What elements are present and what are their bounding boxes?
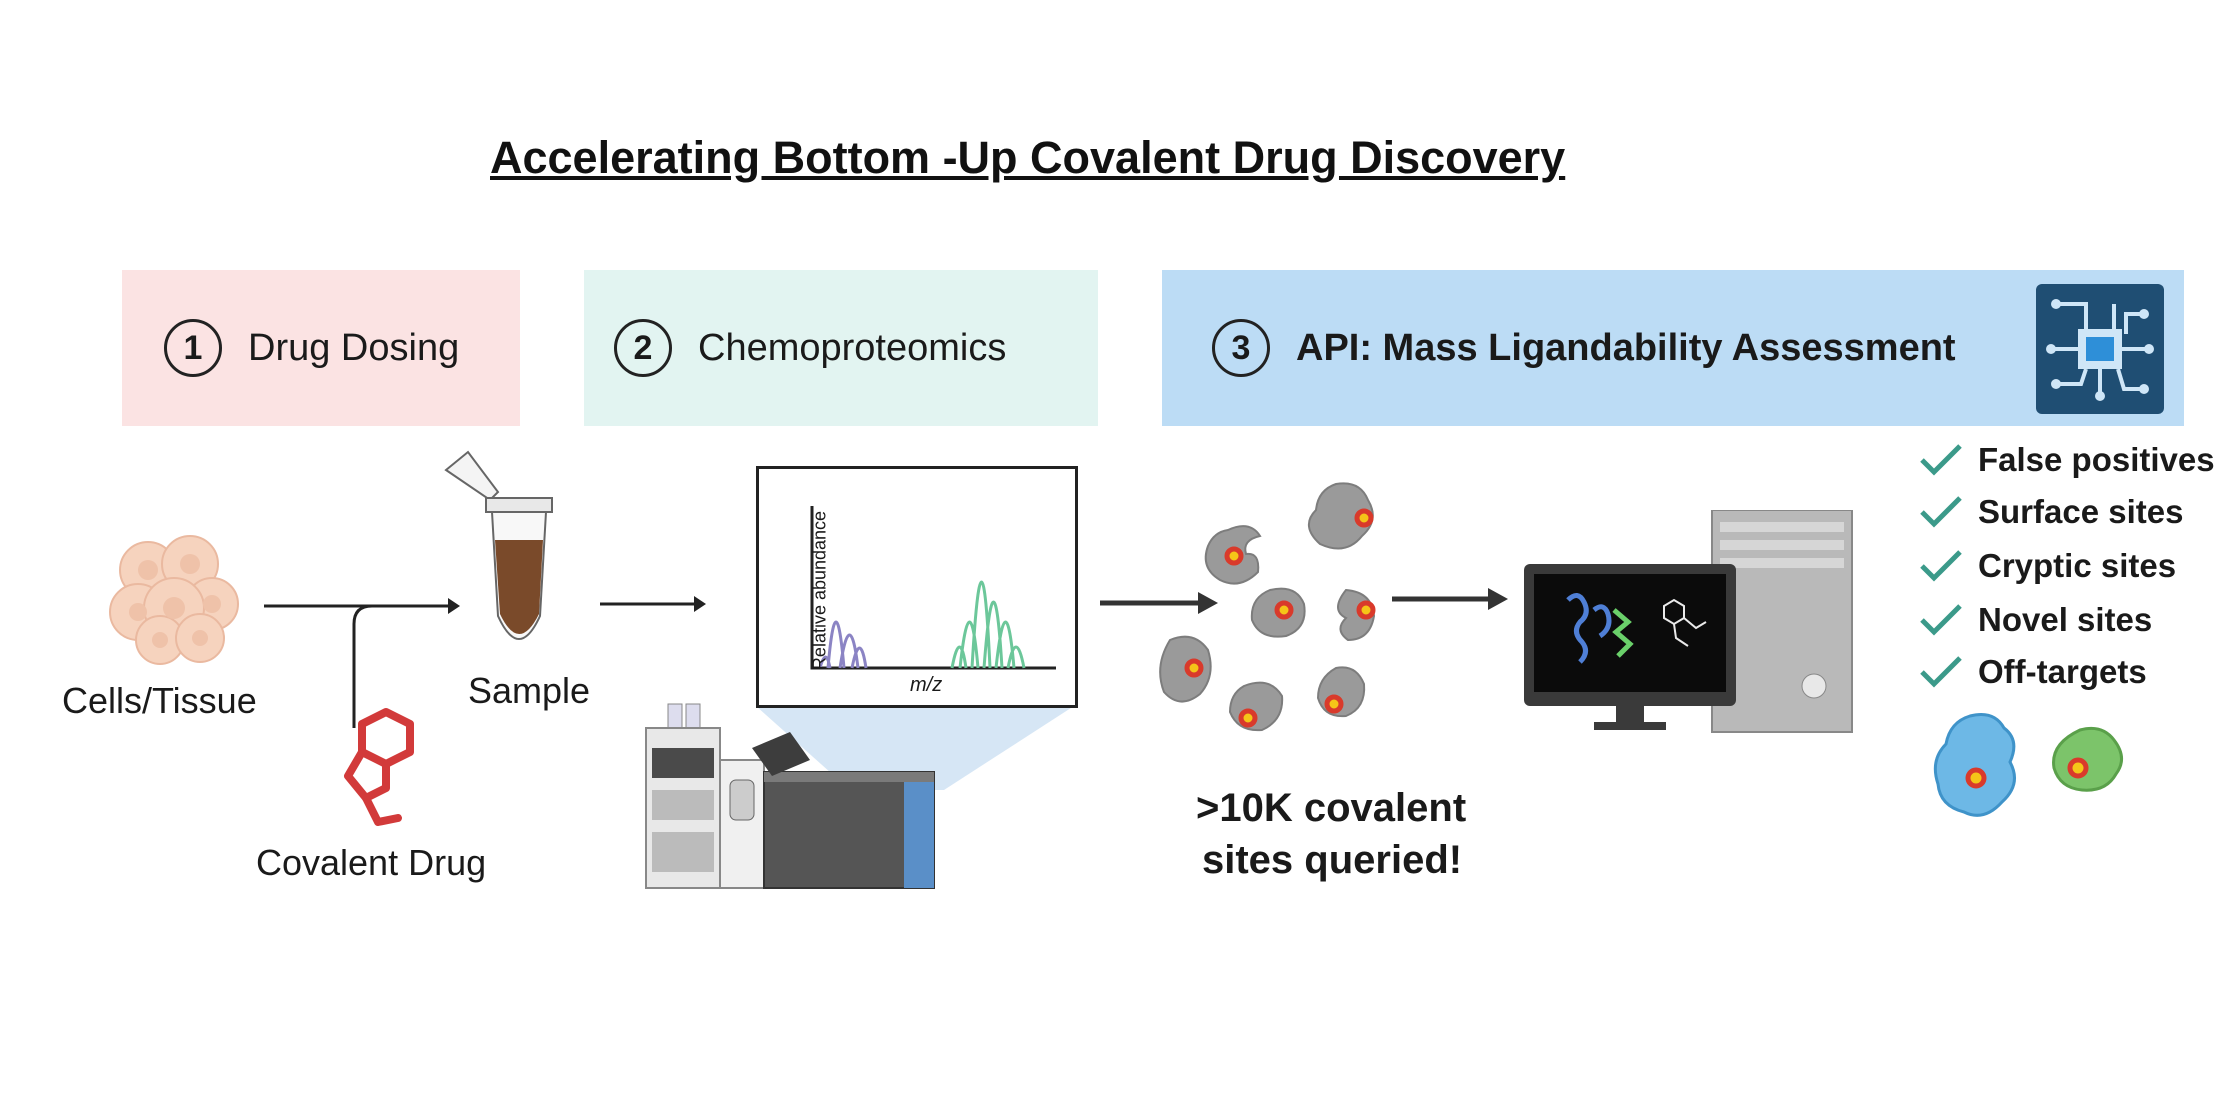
computer-icon bbox=[1524, 510, 1853, 733]
checklist-item: False positives bbox=[1918, 438, 2215, 482]
sites-label-line-2: sites queried! bbox=[1202, 838, 1463, 882]
step-3-band: 3 API: Mass Ligandability Assessment bbox=[1162, 270, 2184, 426]
checklist-item: Novel sites bbox=[1918, 598, 2152, 642]
step-2-label: Chemoproteomics bbox=[698, 326, 1007, 369]
sample-label: Sample bbox=[468, 670, 591, 711]
sites-label-line-1: >10K covalent bbox=[1196, 786, 1467, 830]
dosing-arrow bbox=[264, 598, 460, 728]
drug-label: Covalent Drug bbox=[256, 842, 487, 883]
tube-icon bbox=[444, 450, 553, 640]
step-3-number: 3 bbox=[1212, 319, 1270, 377]
checklist-label: Off-targets bbox=[1978, 653, 2147, 690]
checklist-label: Surface sites bbox=[1978, 493, 2184, 530]
cells-icon bbox=[109, 535, 239, 665]
check-icon bbox=[1920, 496, 1962, 528]
checklist-label: False positives bbox=[1978, 441, 2215, 478]
check-icon bbox=[1920, 444, 1962, 476]
step-3-label: API: Mass Ligandability Assessment bbox=[1296, 326, 1956, 369]
step-1-band: 1 Drug Dosing bbox=[122, 270, 520, 426]
check-icon bbox=[1920, 656, 1962, 688]
arrow-to-proteins bbox=[1100, 592, 1218, 614]
checklist-label: Novel sites bbox=[1978, 601, 2153, 638]
circuit-chip-icon bbox=[2036, 284, 2164, 414]
spectrum-projection bbox=[756, 706, 1074, 790]
spectrum-y-axis-label: Relative abundance bbox=[809, 510, 830, 671]
check-icon bbox=[1920, 550, 1962, 582]
checklist-item: Off-targets bbox=[1918, 650, 2147, 694]
checklist-label: Cryptic sites bbox=[1978, 547, 2177, 584]
arrow-to-ms bbox=[600, 596, 706, 612]
mass-spectrometer-icon bbox=[645, 703, 935, 889]
step-2-band: 2 Chemoproteomics bbox=[584, 270, 1098, 426]
checklist-item: Cryptic sites bbox=[1918, 544, 2176, 588]
step-2-number: 2 bbox=[614, 319, 672, 377]
cells-label: Cells/Tissue bbox=[62, 680, 257, 721]
check-icon bbox=[1920, 604, 1962, 636]
step-1-number: 1 bbox=[164, 319, 222, 377]
protein-icon bbox=[1933, 713, 2123, 817]
spectrum-x-axis-label: m/z bbox=[910, 674, 943, 696]
spectrum-icon bbox=[756, 466, 1078, 708]
step-1-label: Drug Dosing bbox=[248, 326, 460, 369]
arrow-to-computer bbox=[1392, 588, 1508, 610]
protein-cluster bbox=[1159, 482, 1376, 732]
diagram-title: Accelerating Bottom -Up Covalent Drug Di… bbox=[490, 132, 1566, 183]
molecule-icon bbox=[344, 708, 414, 826]
checklist-item: Surface sites bbox=[1918, 490, 2183, 534]
